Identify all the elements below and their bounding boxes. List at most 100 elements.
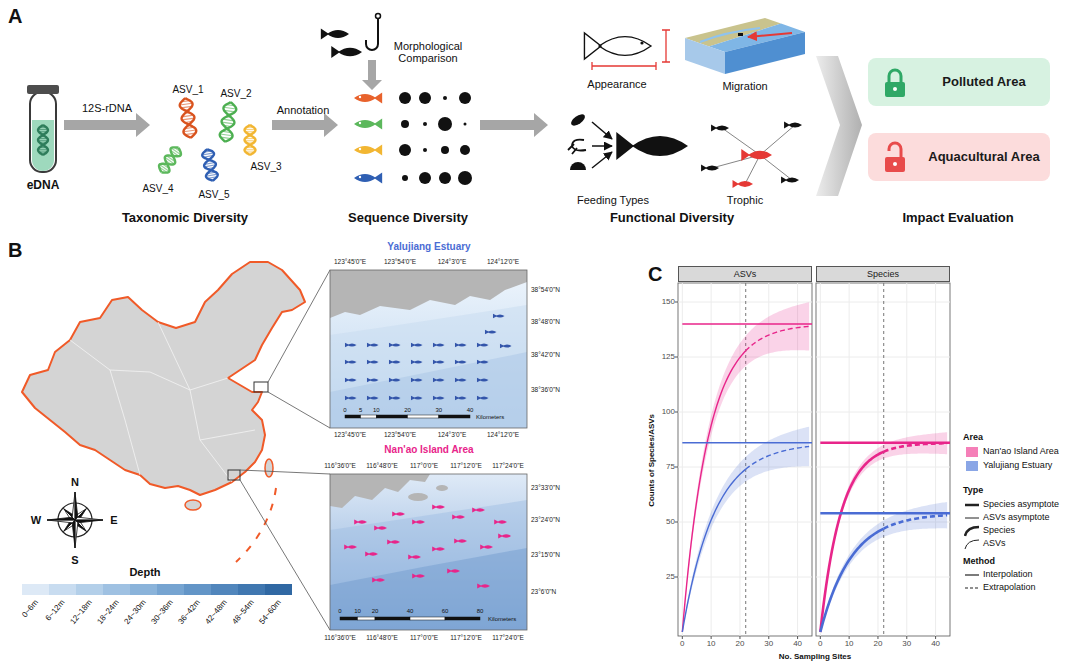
legend-sample xyxy=(964,525,980,537)
legend-text: 12~18m xyxy=(69,598,94,626)
compass-letter: S xyxy=(71,554,78,566)
dna-helix xyxy=(179,97,197,138)
coordinate-label: 124°3'0"E xyxy=(438,258,467,265)
coordinate-label: 117°0'0"E xyxy=(410,634,438,641)
compass-letter: N xyxy=(71,476,79,488)
outcome-box-fills xyxy=(893,162,897,166)
coordinate-label: 116°36'0"E xyxy=(324,462,356,469)
trophic-network xyxy=(745,155,760,184)
fish-icon xyxy=(367,360,379,365)
legend-sample xyxy=(964,499,980,511)
asv-label: ASV_3 xyxy=(250,161,281,172)
chart-panel xyxy=(675,283,812,639)
chart-panel xyxy=(820,283,821,636)
stage-title: Functional Diversity xyxy=(610,211,734,225)
node-text: Nan'ao Island Area xyxy=(384,444,473,456)
outcome-box-fills xyxy=(893,87,897,91)
coordinate-label: 124°3'0"E xyxy=(438,431,467,438)
flow-arrow xyxy=(64,113,150,137)
fish-icon xyxy=(455,378,467,383)
fish-icon xyxy=(367,396,379,401)
color-swatch xyxy=(130,584,157,595)
coordinate-label: 117°24'0"E xyxy=(492,462,524,469)
axis-title: No. Sampling Sites xyxy=(779,653,851,662)
color-swatch xyxy=(22,584,49,595)
fish-icon xyxy=(367,378,379,383)
abundance-dot xyxy=(423,148,427,152)
tick-label: 50 xyxy=(666,518,675,527)
fish-icon xyxy=(741,149,772,161)
nanao-inset-map xyxy=(445,617,480,620)
coordinate-label: 23°15'0"N xyxy=(531,551,560,558)
legend-text: Nan'ao Island Area xyxy=(983,447,1059,457)
chart-panel xyxy=(816,302,950,303)
fish-icon xyxy=(477,396,489,401)
scale-label: 20 xyxy=(404,407,411,414)
coordinate-label: 116°48'0"E xyxy=(366,462,398,469)
chart-panel xyxy=(877,636,878,639)
abundance-dot xyxy=(438,117,452,131)
node-text: ASVs xyxy=(734,269,757,279)
tick-label: 30 xyxy=(902,640,911,649)
chart-panel xyxy=(820,452,883,632)
sequence-matrix xyxy=(359,176,361,178)
legend-sample xyxy=(965,574,979,575)
asv-label: ASV_5 xyxy=(198,189,229,200)
chart-panel xyxy=(682,636,683,639)
morphology-icons xyxy=(366,18,378,50)
sample-tube xyxy=(30,92,56,172)
nanao-inset-map xyxy=(330,474,430,508)
fish-icon xyxy=(784,121,802,128)
yalujiang-inset-map xyxy=(330,270,527,428)
coordinate-label: 123°45'0"E xyxy=(334,431,366,438)
dna-helix xyxy=(201,148,218,182)
chart-panel xyxy=(816,283,950,636)
scale-label: 10 xyxy=(354,608,361,615)
chart-panel xyxy=(682,442,812,443)
coordinate-label: 23°33'0"N xyxy=(531,484,560,491)
yalujiang-inset-map xyxy=(408,415,439,418)
legend-text: 36~42m xyxy=(177,598,202,626)
color-swatch xyxy=(103,584,130,595)
tick-label: 100 xyxy=(662,408,675,417)
migration-icon xyxy=(748,33,792,37)
color-swatch xyxy=(184,584,211,595)
chart-panel xyxy=(816,467,950,468)
chart-panel xyxy=(820,636,821,639)
fish-icon xyxy=(345,360,357,365)
abundance-dot xyxy=(464,123,467,126)
fish-icon xyxy=(331,46,362,58)
axis-title: Counts of Species/ASVs xyxy=(648,414,657,507)
abundance-dot xyxy=(399,92,411,104)
yalujiang-inset-map xyxy=(330,352,527,428)
outcome-box-fills xyxy=(868,58,1050,106)
scale-label: 0 xyxy=(343,407,346,414)
trophic-network xyxy=(760,155,792,180)
legend-text: 42~48m xyxy=(204,598,229,626)
coordinate-label: 124°12'0"E xyxy=(487,431,519,438)
panel-letter: B xyxy=(8,239,22,261)
legend-text: Interpolation xyxy=(983,570,1033,580)
fish-icon xyxy=(733,180,753,188)
sequence-matrix xyxy=(359,148,361,150)
abundance-dot xyxy=(441,146,449,154)
legend-text: Species xyxy=(983,526,1015,536)
feeding-icons xyxy=(592,145,612,147)
step-label: Annotation xyxy=(277,104,330,116)
fish-icon xyxy=(321,28,349,39)
china-map xyxy=(22,262,305,495)
fish-icon xyxy=(389,396,401,401)
yalujiang-inset-map xyxy=(361,415,377,418)
outcome-box-fills xyxy=(868,58,1050,181)
legend-text: 54~60m xyxy=(258,598,283,626)
chart-panel xyxy=(675,522,678,523)
dna-helix xyxy=(219,101,237,142)
fish-icon xyxy=(411,378,423,383)
trait-label: Feeding Types xyxy=(577,194,649,206)
facet-strip: ASVs xyxy=(678,266,812,282)
tick-label: 150 xyxy=(662,298,675,307)
legend-text: ASVs xyxy=(983,539,1006,549)
fish-icon xyxy=(387,539,400,544)
dna-helix xyxy=(201,148,218,182)
